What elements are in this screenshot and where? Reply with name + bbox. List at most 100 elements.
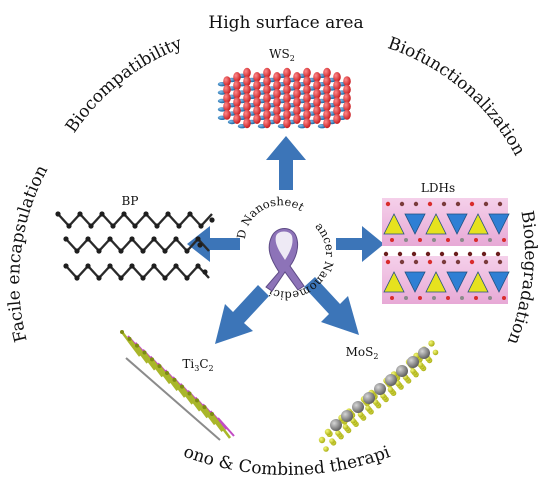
bp-atom [162,275,168,281]
bp-bond [189,213,202,227]
mos2-s-atom [417,362,424,368]
ldh-anion [497,259,503,265]
ldh-anion [383,251,389,257]
ldh-anion [385,201,391,207]
ldh-anion [488,238,492,242]
ws2-w-atom [273,88,281,99]
ldh-octahedron [404,271,426,293]
ti3c2-atom [210,412,214,416]
bp-atom [154,223,160,229]
bp-atom [85,236,91,242]
ldh-anion [460,296,464,300]
mos2-s-atom [428,340,435,347]
ldh-octahedron [446,213,468,235]
bp-atom [129,263,135,269]
bp-bond [87,265,100,279]
ws2-w-atom [293,105,301,116]
ldh-anion [469,259,475,265]
ws2-w-atom [243,93,251,103]
ti3c2-layer [195,399,217,426]
ldh-anion [418,238,422,242]
bp-atom [195,263,201,269]
mos2-structure [318,340,439,452]
ws2-w-atom [313,97,321,108]
ws2-w-atom [293,80,301,91]
ws2-w-atom [293,97,301,108]
ws2-w-atom [343,93,351,103]
ldh-anion [455,201,461,207]
bp-bond [153,265,166,279]
ws2-w-atom [223,101,231,112]
ws2-w-atom [253,88,261,99]
ti3c2-layer [165,372,187,398]
bp-bond [156,213,169,227]
bp-bond [200,213,213,227]
ldh-octahedron [467,213,489,235]
ws2-w-atom [283,93,291,103]
ws2-w-atom [343,101,351,112]
bp-atom [165,211,171,217]
mos2-s-atom [329,438,335,444]
ti3c2-layer [188,392,209,419]
ldh-anion [413,259,419,265]
ws2-w-atom [243,101,251,112]
ldh-anion [441,259,447,265]
label-ldhs: LDHs [421,181,455,195]
bp-bond [134,213,147,227]
ldh-anion [432,296,436,300]
mos2-s-atom [365,405,371,412]
bp-bond [109,238,122,252]
ws2-w-atom [273,114,281,124]
ti3c2-atom [135,343,139,348]
ws2-w-atom [323,93,331,103]
ldh-structure [382,198,510,304]
ws2-w-atom [233,72,241,82]
ti3c2-atom [157,364,162,369]
label-mos2: MoS2 [346,345,379,361]
center-label-2d-nanosheets: 2D Nanosheets [0,0,307,240]
ws2-w-atom [283,67,291,78]
label-ti3c2: Ti3C2 [182,357,213,373]
ws2-w-atom [333,80,341,91]
ws2-w-atom [323,76,331,87]
ti3c2-atom [165,371,169,375]
bp-atom [118,248,124,254]
ti3c2-atom [120,330,124,334]
bp-atom [88,223,94,229]
ws2-w-atom [283,118,291,129]
arrow-left [187,226,240,262]
ldh-anion [502,296,506,300]
ws2-w-atom [303,93,311,103]
bp-atom [55,211,61,217]
mos2-s-atom [323,446,329,452]
ldh-anion [488,296,492,300]
bp-atom [184,248,190,254]
ti3c2-layer [217,417,235,437]
mos2-s-atom [410,368,416,374]
bp-bond [186,265,199,279]
ldh-anion [439,251,445,257]
ti3c2-layer [150,358,172,385]
ws2-w-atom [333,97,341,108]
bp-bond [87,238,100,252]
ws2-w-atom [233,80,241,91]
bp-atom [96,275,102,281]
bp-bond [186,238,199,252]
mos2-mo-atom [374,383,386,395]
property-biocompatibility: Biocompatibility [62,33,185,136]
mos2-mo-atom [407,356,419,368]
property-high-surface-area: High surface area [208,13,363,33]
mos2-mo-atom [363,392,375,404]
mos2-s-atom [387,386,394,393]
ws2-w-atom [223,76,231,87]
ws2-w-atom [253,114,261,124]
ldh-anion [474,238,478,242]
bp-atom [187,211,193,217]
ldh-anion [455,259,461,265]
ws2-w-atom [233,114,241,124]
ldh-anion [446,238,450,242]
bp-atom [99,211,105,217]
ws2-w-atom [263,84,271,95]
ldh-octahedron [383,271,405,293]
bp-atom [85,263,91,269]
